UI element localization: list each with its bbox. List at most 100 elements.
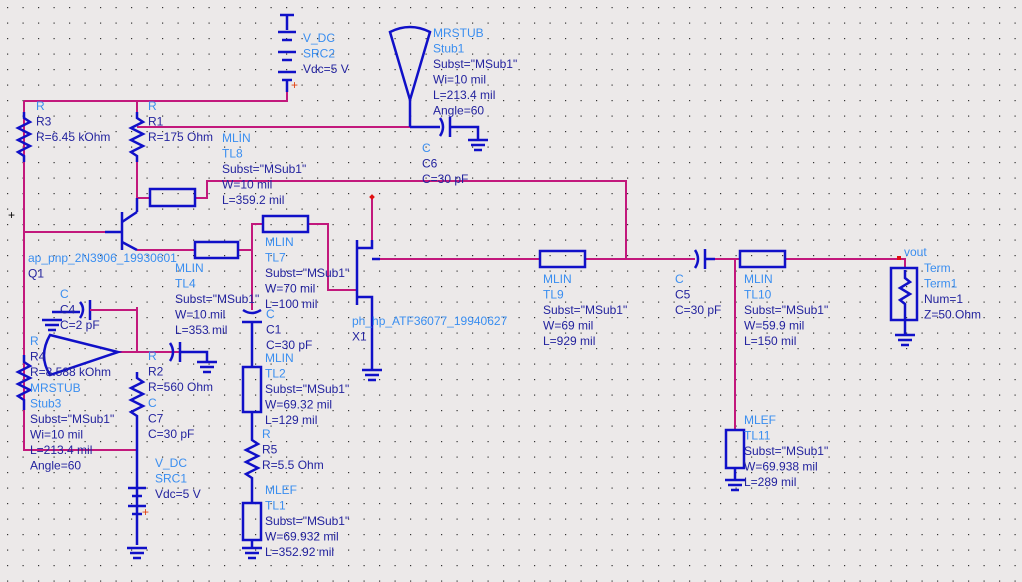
- c4-label-2: C=2 pF: [60, 318, 100, 332]
- tl8-label-3: W=10 mil: [222, 178, 272, 192]
- tl1-label-4: L=352.92 mil: [265, 545, 334, 559]
- c1-label-1: C1: [266, 323, 282, 337]
- tl11-label-1: TL11: [744, 429, 771, 443]
- tl4-label-2: Subst="MSub1": [175, 292, 259, 306]
- radial-stub-stub3[interactable]: [42, 333, 123, 377]
- capacitor-c5[interactable]: [693, 249, 715, 269]
- capacitor-c1[interactable]: [242, 308, 262, 367]
- plus-icon: +: [291, 78, 298, 92]
- c6-label-2: C=30 pF: [422, 172, 468, 186]
- microstrip-tl7[interactable]: [261, 214, 310, 234]
- c5-label-0: C: [675, 272, 684, 286]
- resistor-r2[interactable]: [128, 372, 146, 545]
- r3-label-2: R=6.45 kOhm: [36, 130, 110, 144]
- src1-label-0: V_DC: [155, 456, 187, 470]
- microstrip-tl8[interactable]: [148, 187, 197, 208]
- node-marker: [897, 256, 901, 260]
- tl11-label-3: W=69.938 mil: [744, 460, 818, 474]
- c6-label-0: C: [422, 141, 431, 155]
- tl7-label-4: L=100 mil: [265, 297, 317, 311]
- tl4-label-3: W=10 mil: [175, 308, 225, 322]
- resistor-r4[interactable]: [15, 355, 33, 410]
- capacitor-c4[interactable]: [42, 300, 137, 332]
- r1-label-2: R=175 Ohm: [148, 130, 213, 144]
- tl1-label-2: Subst="MSub1": [265, 514, 349, 528]
- r4-label-1: R4: [30, 350, 46, 364]
- tl7-label-1: TL7: [265, 251, 286, 265]
- tl1-label-0: MLEF: [265, 483, 297, 497]
- c5-label-2: C=30 pF: [675, 303, 721, 317]
- dc-source-src1[interactable]: +: [127, 486, 149, 560]
- radial-stub-stub1[interactable]: [388, 25, 432, 127]
- fet-x1[interactable]: [355, 194, 382, 382]
- net-label-vout: vout: [904, 245, 927, 259]
- stub3-label-2: Subst="MSub1": [30, 412, 114, 426]
- tl2-label-4: L=129 mil: [265, 413, 317, 427]
- microstrip-tl10[interactable]: [738, 249, 787, 269]
- term1-label-3: Z=50 Ohm: [924, 308, 981, 322]
- src1-label-2: Vdc=5 V: [155, 487, 201, 501]
- transistor-q1[interactable]: [105, 198, 139, 252]
- c1-label-0: C: [266, 307, 275, 321]
- c7-label-0: C: [148, 396, 157, 410]
- dc-source-src2[interactable]: +: [278, 13, 298, 92]
- tl8-label-1: TL8: [222, 147, 243, 161]
- capacitor-c6[interactable]: [410, 117, 488, 152]
- tl10-label-1: TL10: [744, 288, 772, 302]
- c5-label-1: C5: [675, 288, 691, 302]
- r1-label-1: R1: [148, 115, 164, 129]
- stub3-label-0: MRSTUB: [30, 381, 81, 395]
- tl10-label-2: Subst="MSub1": [744, 303, 828, 317]
- tl8-label-4: L=359.2 mil: [222, 193, 284, 207]
- tl9-label-2: Subst="MSub1": [543, 303, 627, 317]
- resistor-r1[interactable]: [128, 112, 146, 162]
- tl10-label-3: W=59.9 mil: [744, 319, 804, 333]
- stub1-label-3: Wi=10 mil: [433, 73, 486, 87]
- term1-label-0: Term: [924, 261, 951, 275]
- stub1-label-1: Stub1: [433, 42, 465, 56]
- src2-label-0: V_DC: [303, 31, 335, 45]
- tl9-label-1: TL9: [543, 288, 564, 302]
- r5-label-2: R=5.5 Ohm: [262, 458, 324, 472]
- tl2-label-0: MLIN: [265, 351, 294, 365]
- stub1-label-0: MRSTUB: [433, 26, 484, 40]
- stub3-label-5: Angle=60: [30, 459, 81, 473]
- term1-label-2: Num=1: [924, 292, 963, 306]
- q1-label-0: ap_pnp_2N3906_19930601: [28, 251, 177, 265]
- r4-label-0: R: [30, 334, 39, 348]
- tl4-label-0: MLIN: [175, 261, 204, 275]
- r2-label-2: R=560 Ohm: [148, 380, 213, 394]
- tl7-label-2: Subst="MSub1": [265, 266, 349, 280]
- tl4-label-4: L=353 mil: [175, 323, 227, 337]
- node-marker: [369, 194, 375, 200]
- stub1-label-5: Angle=60: [433, 104, 484, 118]
- c7-label-1: C7: [148, 412, 164, 426]
- tl7-label-0: MLIN: [265, 235, 294, 249]
- tl2-label-1: TL2: [265, 367, 286, 381]
- stub1-label-4: L=213.4 mil: [433, 88, 495, 102]
- stub3-label-1: Stub3: [30, 397, 62, 411]
- r1-label-0: R: [148, 99, 157, 113]
- tl1-label-3: W=69.932 mil: [265, 530, 339, 544]
- c4-label-1: C4: [60, 303, 76, 317]
- microstrip-tl4[interactable]: [193, 240, 240, 260]
- resistor-r5[interactable]: [243, 425, 261, 503]
- c1-label-2: C=30 pF: [266, 338, 312, 352]
- src1-label-1: SRC1: [155, 472, 187, 486]
- tl9-label-3: W=69 mil: [543, 319, 593, 333]
- r5-label-1: R5: [262, 443, 278, 457]
- port-term1[interactable]: [889, 266, 919, 347]
- capacitor-c7[interactable]: [168, 342, 217, 374]
- wires: [23, 92, 906, 451]
- microstrip-tl9[interactable]: [538, 249, 587, 269]
- components: +: [8, 13, 927, 560]
- r2-label-0: R: [148, 349, 157, 363]
- x1-label-0: ph_hp_ATF36077_19940627: [352, 314, 508, 328]
- tl11-label-4: L=289 mil: [744, 475, 796, 489]
- r3-label-0: R: [36, 99, 45, 113]
- resistor-r3[interactable]: [15, 112, 33, 162]
- tl11-label-2: Subst="MSub1": [744, 444, 828, 458]
